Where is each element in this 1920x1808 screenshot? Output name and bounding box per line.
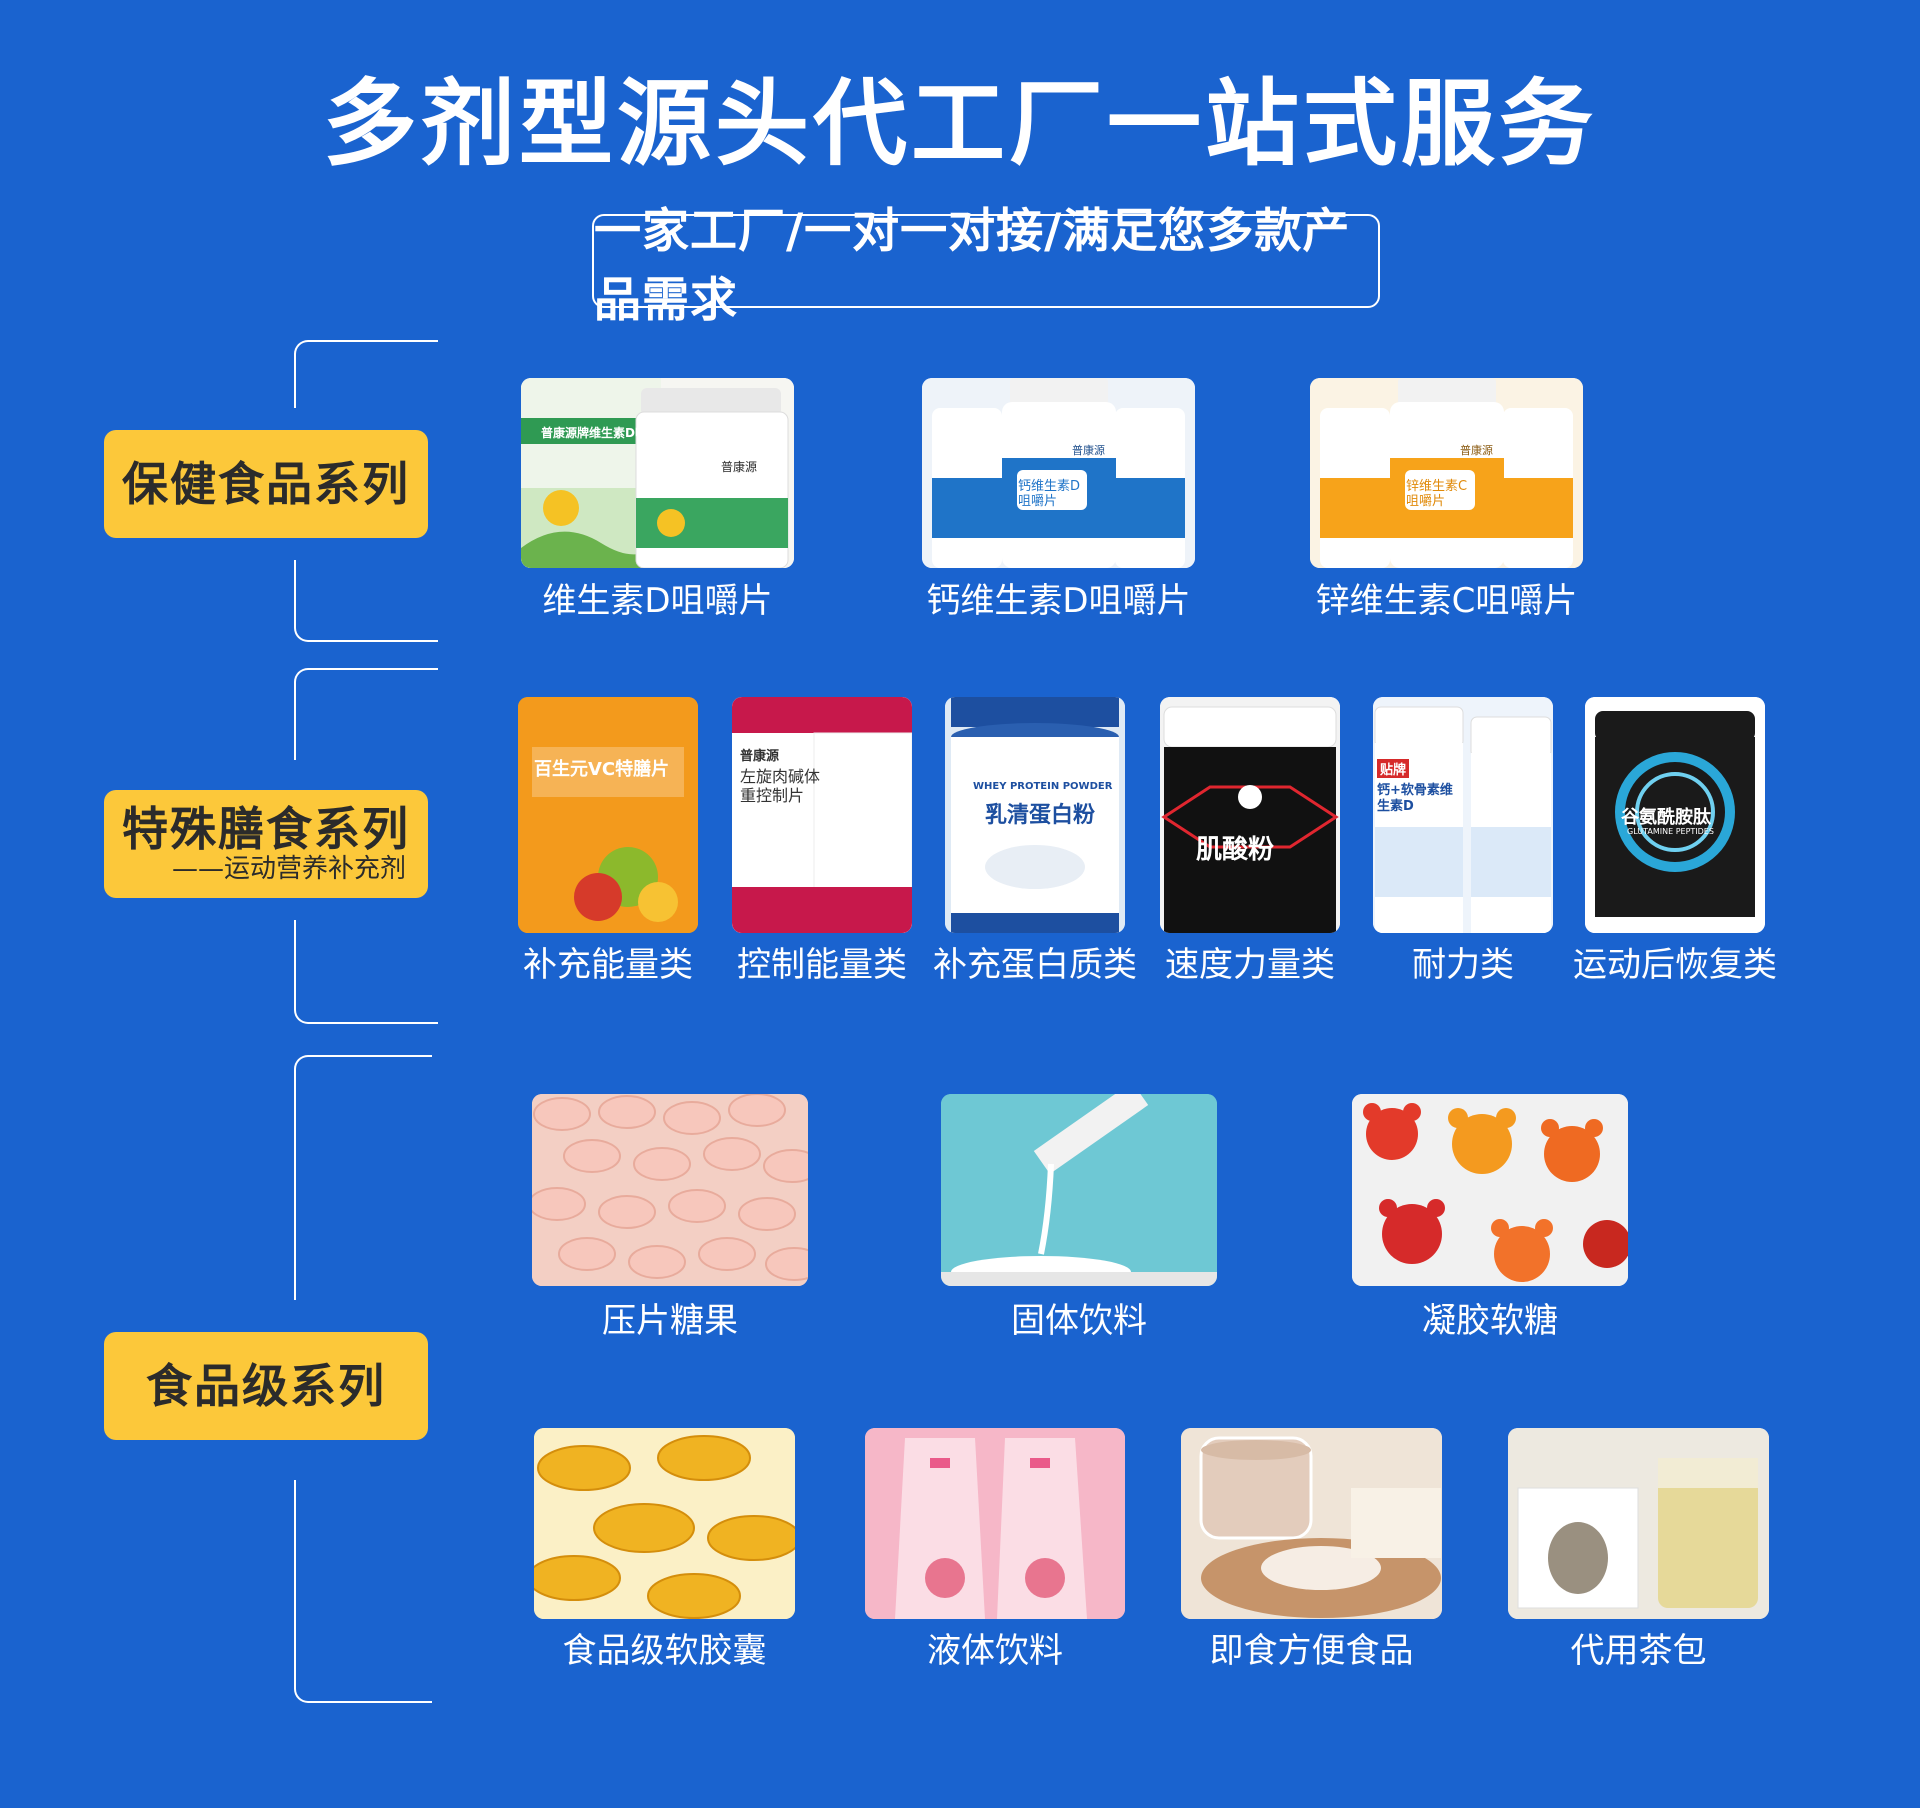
product-caption: 凝胶软糖 <box>1422 1301 1558 1341</box>
product-image-endurance: 贴牌 钙+软骨素维生素D <box>1373 697 1553 933</box>
product-pack-text: 锌维生素C咀嚼片 <box>1406 479 1468 509</box>
product-brand-text: 普康源 <box>721 460 758 474</box>
product-image-softgel <box>534 1428 795 1619</box>
product-caption: 维生素D咀嚼片 <box>542 581 773 621</box>
subtitle-banner: 一家工厂/一对一对接/满足您多款产品需求 <box>592 204 1380 328</box>
series-label-food-text: 食品级系列 <box>146 1358 386 1413</box>
product-image-creatine: 肌酸粉 <box>1160 697 1340 933</box>
series-label-special-subtext: ——运动营养补充剂 <box>171 854 406 884</box>
series-label-health-text: 保健食品系列 <box>122 456 410 511</box>
product-image-tea-bag <box>1508 1428 1769 1619</box>
product-caption: 运动后恢复类 <box>1573 945 1777 985</box>
product-caption: 液体饮料 <box>927 1631 1063 1671</box>
product-caption: 即食方便食品 <box>1209 1631 1414 1671</box>
product-pack-text: 钙维生素D咀嚼片 <box>1018 479 1081 509</box>
product-image-calcium-vitamin-d: 普康源 钙维生素D咀嚼片 <box>922 378 1195 568</box>
product-caption: 钙维生素D咀嚼片 <box>926 581 1191 621</box>
product-caption: 补充能量类 <box>523 945 693 985</box>
product-caption: 压片糖果 <box>602 1301 738 1341</box>
product-image-gummy <box>1352 1094 1628 1286</box>
product-pack-en-text: WHEY PROTEIN POWDER <box>973 781 1113 792</box>
product-image-protein: WHEY PROTEIN POWDER 乳清蛋白粉 <box>945 697 1125 933</box>
product-pack-text: 左旋肉碱体重控制片 <box>740 767 821 806</box>
product-pack-text: 肌酸粉 <box>1196 835 1275 865</box>
product-pack-text: 百生元VC特膳片 <box>534 759 670 780</box>
product-caption: 耐力类 <box>1412 945 1514 985</box>
product-image-instant-food <box>1181 1428 1442 1619</box>
product-pack-en-text: GLUTAMINE PEPTIDES <box>1627 827 1714 836</box>
series-label-food: 食品级系列 <box>104 1332 428 1440</box>
product-brand-text: 普康源 <box>1460 444 1493 457</box>
product-pack-text: 谷氨酰胺肽 <box>1621 807 1711 828</box>
subtitle-text: 一家工厂/一对一对接/满足您多款产品需求 <box>594 204 1351 328</box>
product-caption: 控制能量类 <box>737 945 907 985</box>
product-caption: 固体饮料 <box>1011 1301 1147 1341</box>
product-image-liquid-drink <box>865 1428 1125 1619</box>
product-caption: 速度力量类 <box>1165 945 1335 985</box>
product-image-zinc-vitamin-c: 普康源 锌维生素C咀嚼片 <box>1310 378 1583 568</box>
product-image-solid-drink <box>941 1094 1217 1286</box>
product-pack-text: 钙+软骨素维生素D <box>1377 783 1453 814</box>
series-label-health: 保健食品系列 <box>104 430 428 538</box>
product-brand-text: 贴牌 <box>1377 759 1410 778</box>
product-brand-text: 普康源 <box>740 749 780 764</box>
product-pack-text: 乳清蛋白粉 <box>985 803 1096 828</box>
product-caption: 锌维生素C咀嚼片 <box>1315 581 1578 621</box>
product-pack-text: 普康源牌维生素D咀嚼片 <box>541 426 671 440</box>
product-image-pressed-candy <box>532 1094 808 1286</box>
product-caption: 食品级软胶囊 <box>562 1631 767 1671</box>
product-image-vitamin-d: 普康源 普康源牌维生素D咀嚼片 <box>521 378 794 568</box>
series-label-special-text: 特殊膳食系列 <box>122 802 410 857</box>
product-brand-text: 普康源 <box>1072 444 1105 457</box>
product-caption: 代用茶包 <box>1570 1631 1707 1671</box>
product-image-weight-control: 普康源 左旋肉碱体重控制片 <box>732 697 912 933</box>
series-label-special: 特殊膳食系列 ——运动营养补充剂 <box>104 790 428 898</box>
product-image-recovery: 谷氨酰胺肽 GLUTAMINE PEPTIDES <box>1585 697 1765 933</box>
product-image-energy: 百生元VC特膳片 <box>518 697 698 933</box>
product-caption: 补充蛋白质类 <box>933 945 1137 985</box>
page-title: 多剂型源头代工厂一站式服务 <box>322 70 1597 179</box>
